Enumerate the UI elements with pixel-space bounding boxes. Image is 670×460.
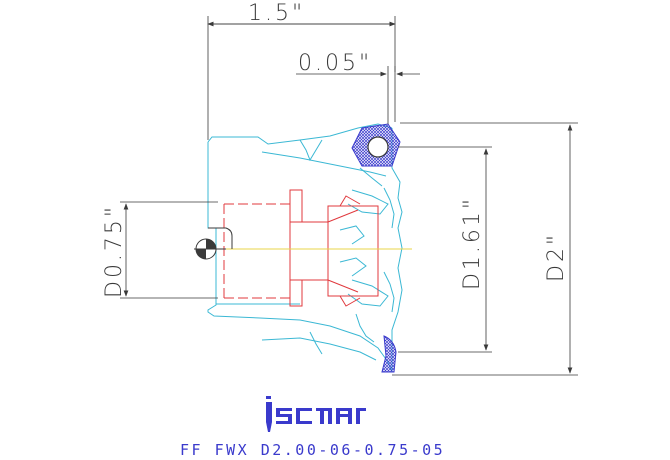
center-symbol	[194, 238, 226, 260]
dim-body-diameter-label: D1.61"	[460, 196, 485, 290]
bore-section	[223, 189, 379, 307]
bottom-insert	[381, 335, 397, 373]
keyway	[208, 227, 233, 249]
part-caption: FF FWX D2.00-06-0.75-05	[180, 441, 445, 459]
cutter-body-outline	[207, 123, 403, 373]
dim-insert-offset	[296, 66, 420, 124]
dim-overall-width-label: 1.5"	[248, 1, 305, 26]
dim-cutting-diameter	[392, 122, 578, 376]
dim-bore-diameter-label: D0.75"	[102, 204, 127, 298]
dim-overall-width	[207, 16, 396, 140]
dim-insert-offset-label: 0.05"	[298, 51, 372, 76]
top-insert	[351, 123, 401, 167]
iscar-logo	[266, 396, 366, 432]
dim-cutting-diameter-label: D2"	[544, 232, 569, 282]
dim-body-diameter	[398, 146, 492, 353]
dim-bore-diameter	[120, 201, 218, 299]
